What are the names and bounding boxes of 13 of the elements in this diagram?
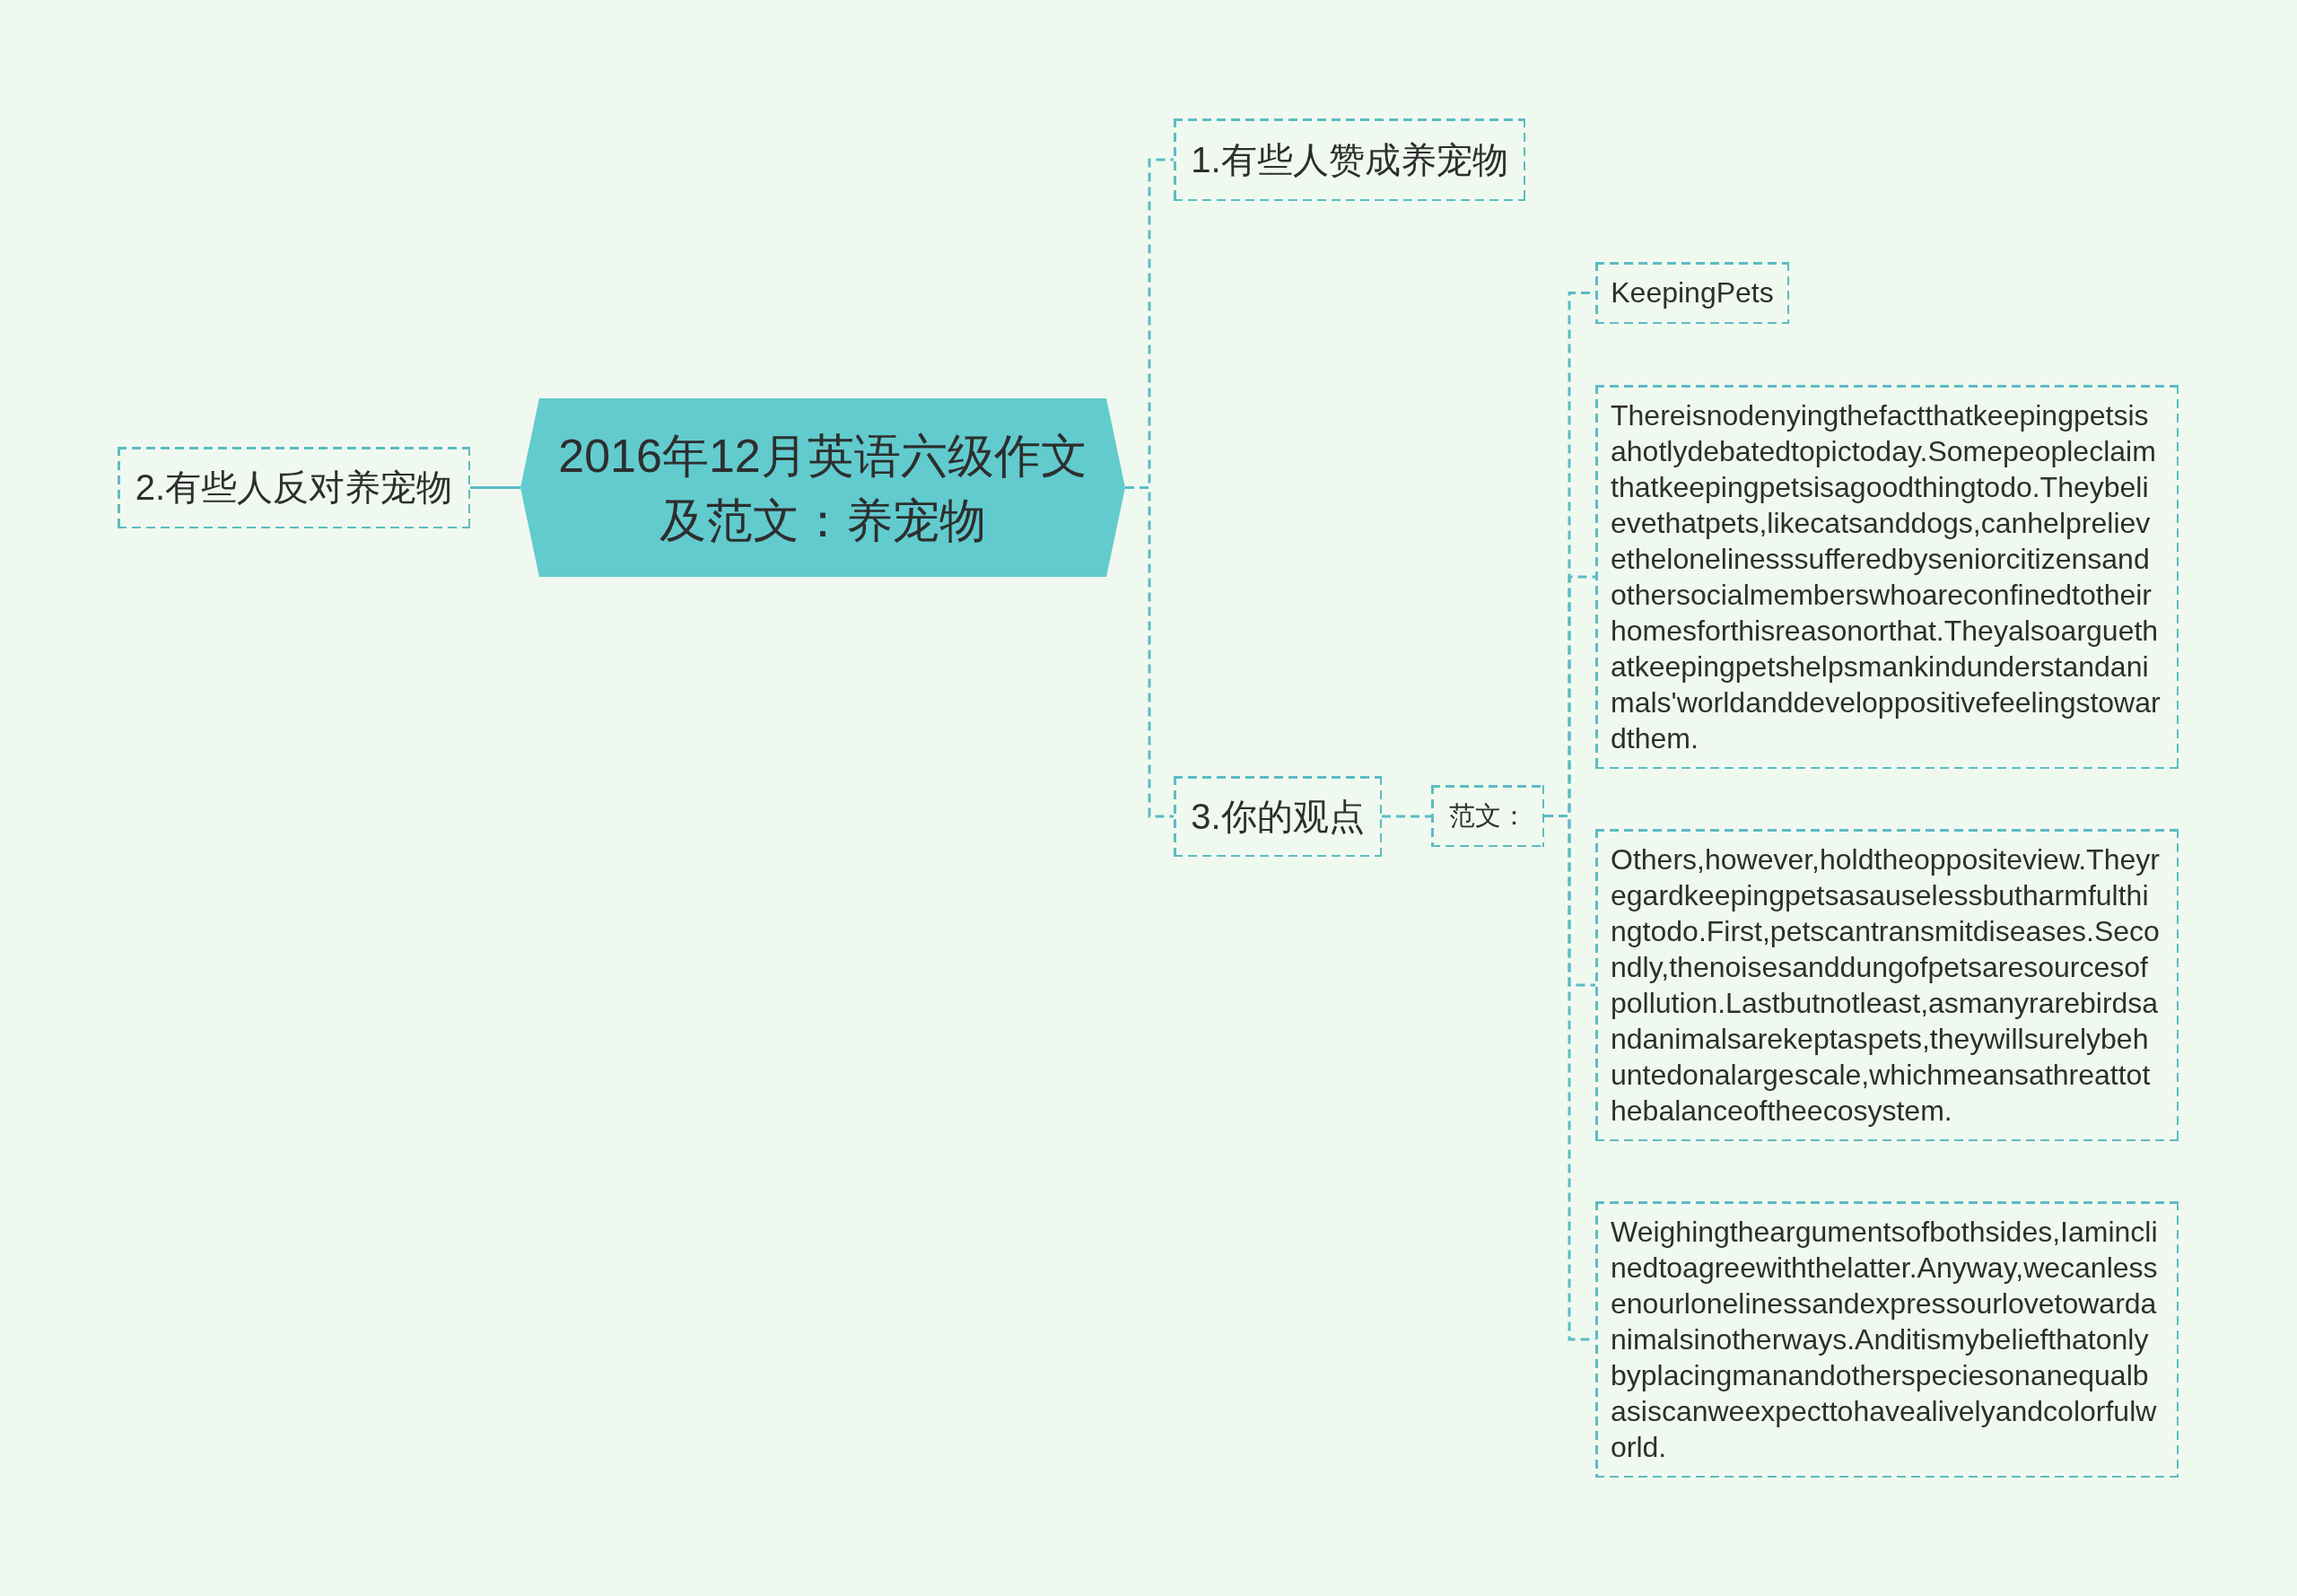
topic-text: 2016年12月英语六级作文及范文：养宠物 <box>557 428 1088 548</box>
connector-line <box>1382 815 1431 818</box>
connector-line <box>1125 486 1174 818</box>
connector-line <box>470 486 520 489</box>
paragraph-box: Others,however,holdtheoppositeview.Theyregardkeepingpetsasauselessbutharmfulthingtodo.First,petscantransmitdiseases.Secondly,thenoisesanddungofpetsaresourcesofpollution.Lastbutnotleast,asmanyrarebirdsandanimalsarekeptaspets,theywillsurelybehuntedonalargescale,whichmeansathreattothebalanceoftheecosystem. <box>1595 829 2179 1141</box>
paragraph-box: Thereisnodenyingthefactthatkeepingpetsisahotlydebatedtopictoday.Somepeopleclaimthatkeepingpetsisagoodthingtodo.Theybelievethatpets,likecatsanddogs,canhelprelievethelonelinesssufferedbyseniorcitizensandothersocialmemberswhoareconfinedtotheirhomesforthisreasonorthat.Theyalsoarguethatkeepingpetshelpsmankindunderstandanimals'worldanddeveloppositivefeelingstowardthem. <box>1595 385 2179 769</box>
topic-box: 2.有些人反对养宠物 <box>118 447 470 528</box>
topic-hexagon <box>520 398 1125 577</box>
subtopic-box: 范文： <box>1431 785 1544 847</box>
topic-box: 1.有些人赞成养宠物 <box>1174 118 1525 201</box>
paragraph-box: Weighingtheargumentsofbothsides,Iaminclinedtoagreewiththelatter.Anyway,wecanlessenourlonelinessandexpressourlovetowardanimalsinotherways.Anditismybeliefthatonlybyplacingmanandotherspeciesonanequalbasiscanweexpecttohavealivelyandcolorfulworld. <box>1595 1201 2179 1478</box>
heading-box: KeepingPets <box>1595 262 1789 324</box>
topic-box: 3.你的观点 <box>1174 776 1382 857</box>
